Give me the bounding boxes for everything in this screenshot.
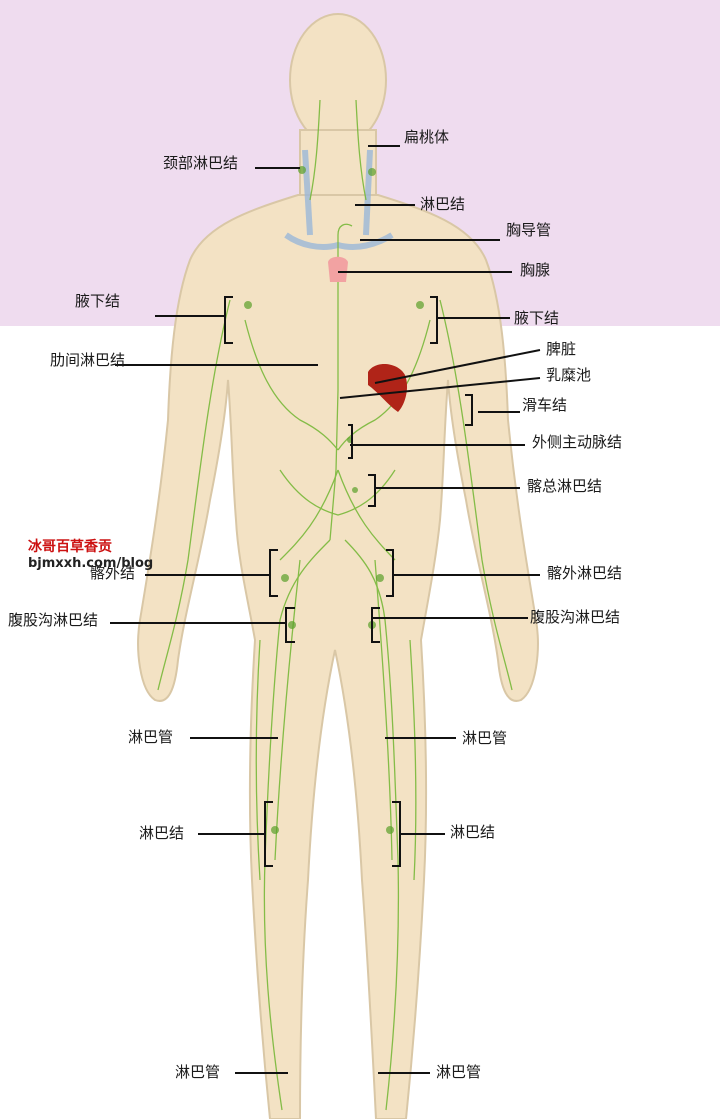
label-thoracic-duct: 胸导管 [506, 221, 552, 239]
watermark-url: bjmxxh.com/blog [28, 556, 154, 571]
lymph-node-clusters [244, 166, 424, 834]
spleen [368, 364, 408, 412]
label-lymph-vessel-right-ankle: 淋巴管 [436, 1063, 482, 1081]
label-lymph-node-right-knee: 淋巴结 [450, 823, 496, 841]
label-lymph-vessel-left-ankle: 淋巴管 [175, 1063, 221, 1081]
label-axillary-right: 腋下结 [514, 309, 560, 327]
label-trochlear-node: 滑车结 [522, 396, 568, 414]
label-inguinal-right: 腹股沟淋巴结 [530, 608, 621, 626]
body-silhouette [137, 13, 539, 1119]
label-thymus: 胸腺 [520, 261, 551, 279]
label-lymph-node-neck: 淋巴结 [420, 195, 466, 213]
label-lateral-aortic-nodes: 外侧主动脉结 [532, 433, 623, 451]
label-lymph-vessel-left-thigh: 淋巴管 [128, 728, 174, 746]
label-common-iliac-nodes: 髂总淋巴结 [527, 477, 603, 495]
label-external-iliac-left: 髂外结 [90, 564, 136, 582]
label-cervical-nodes: 颈部淋巴结 [163, 154, 239, 172]
label-external-iliac-right: 髂外淋巴结 [547, 564, 623, 582]
thymus [328, 256, 348, 282]
leader-lines [110, 145, 541, 1074]
label-cisterna-chyli: 乳糜池 [546, 366, 592, 384]
label-tonsil: 扁桃体 [404, 128, 450, 146]
label-inguinal-left: 腹股沟淋巴结 [8, 611, 99, 629]
watermark-title: 冰哥百草香贡 [28, 539, 112, 555]
label-intercostal-nodes: 肋间淋巴结 [50, 351, 126, 369]
label-axillary-left: 腋下结 [75, 292, 121, 310]
label-lymph-node-left-knee: 淋巴结 [139, 824, 185, 842]
label-spleen: 脾脏 [546, 340, 577, 358]
label-lymph-vessel-right-thigh: 淋巴管 [462, 729, 508, 747]
